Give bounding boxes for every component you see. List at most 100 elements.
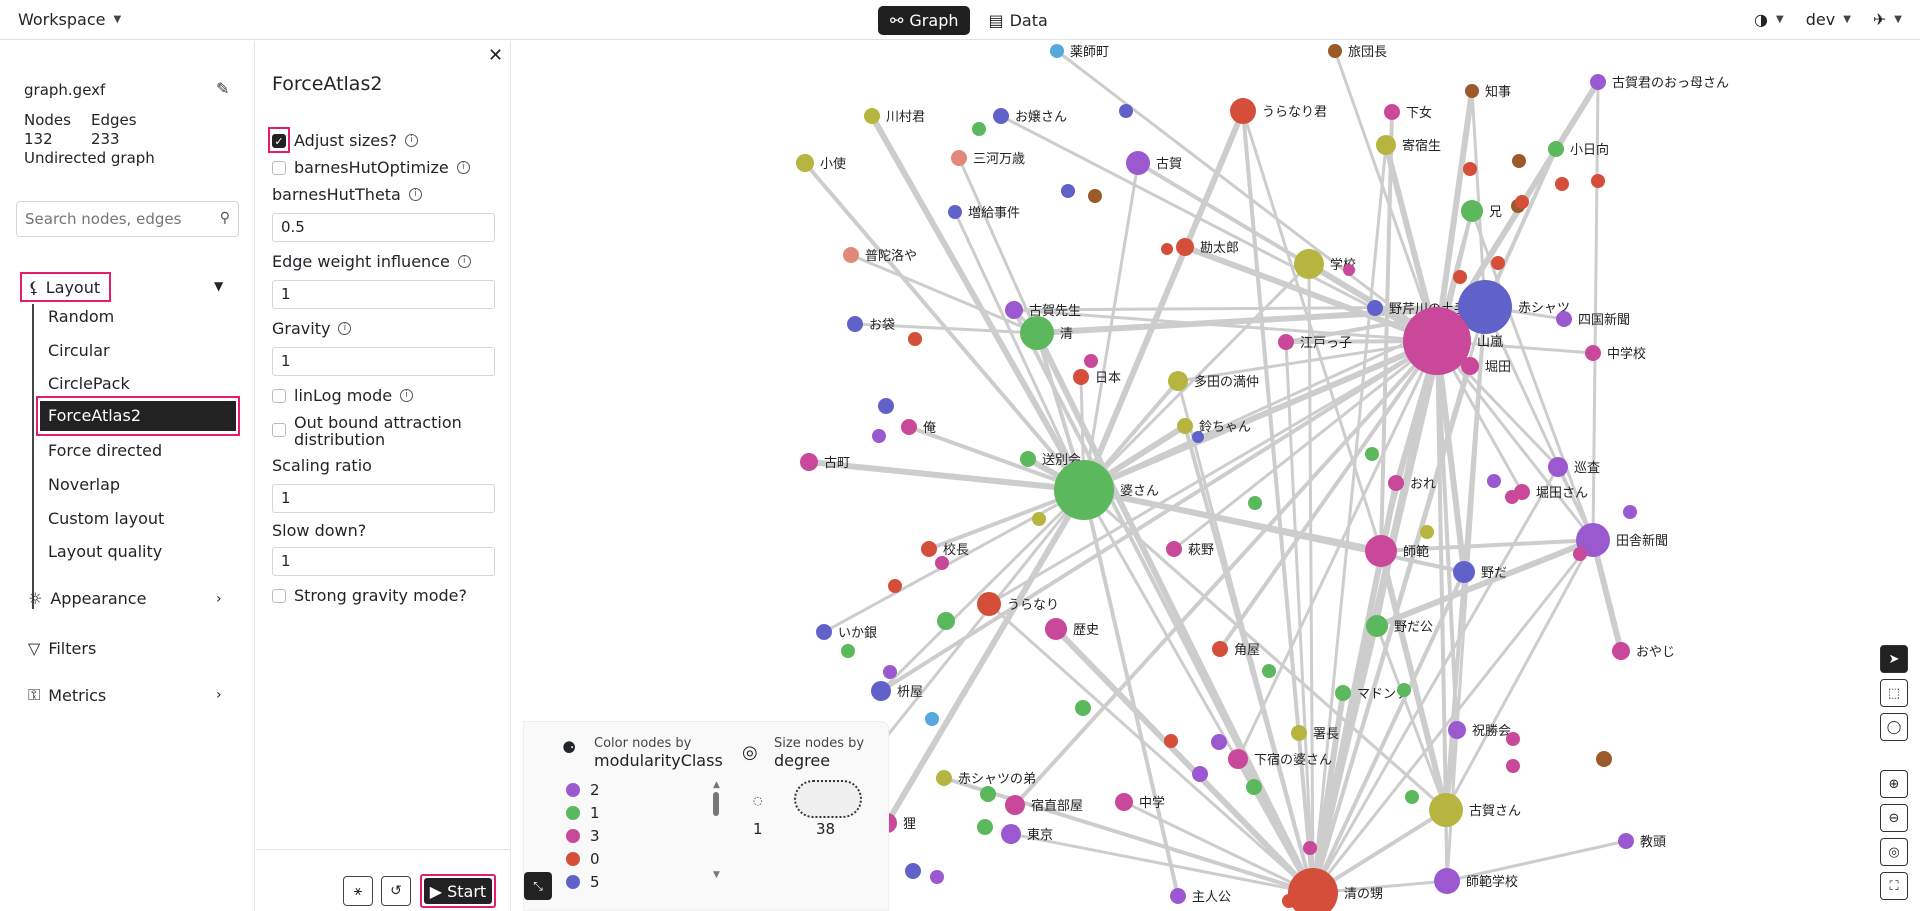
graph-node[interactable]: [1612, 642, 1630, 660]
graph-node[interactable]: [1376, 135, 1396, 155]
graph-node[interactable]: [1161, 243, 1173, 255]
graph-node[interactable]: [1001, 824, 1021, 844]
graph-node[interactable]: [1573, 547, 1587, 561]
graph-node[interactable]: [1192, 766, 1208, 782]
chevron-down-icon[interactable]: ▼: [214, 279, 224, 293]
graph-node[interactable]: [796, 154, 814, 172]
zoom-out-button[interactable]: ⊖: [1880, 804, 1908, 832]
env-menu[interactable]: dev▼: [1806, 10, 1851, 29]
layout-forceatlas2[interactable]: ForceAtlas2: [40, 401, 236, 431]
graph-node[interactable]: [1212, 641, 1228, 657]
barnes-hut-optimize-checkbox[interactable]: [272, 160, 286, 175]
edge-weight-input[interactable]: 1: [272, 280, 495, 309]
start-button[interactable]: ▶Start: [420, 874, 496, 908]
graph-node[interactable]: [1505, 490, 1519, 504]
info-icon[interactable]: i: [400, 389, 414, 402]
workspace-menu[interactable]: Workspace ▼: [18, 10, 121, 29]
graph-node[interactable]: [843, 247, 859, 263]
graph-node[interactable]: [1465, 84, 1479, 98]
magic-wand-button[interactable]: ⚹: [343, 876, 373, 906]
layout-force-directed[interactable]: Force directed: [48, 441, 163, 460]
graph-node[interactable]: [1463, 162, 1477, 176]
edit-icon[interactable]: ✎: [216, 79, 230, 98]
info-icon[interactable]: i: [338, 322, 352, 335]
graph-node[interactable]: [925, 712, 939, 726]
graph-node[interactable]: [1585, 345, 1601, 361]
graph-node[interactable]: [951, 150, 967, 166]
graph-node[interactable]: [1005, 301, 1023, 319]
graph-node[interactable]: [1506, 732, 1520, 746]
graph-node[interactable]: [948, 205, 962, 219]
graph-node[interactable]: [1045, 618, 1067, 640]
graph-node[interactable]: [1512, 154, 1526, 168]
graph-node[interactable]: [1291, 725, 1307, 741]
graph-node[interactable]: [905, 863, 921, 879]
graph-node[interactable]: [1170, 888, 1186, 904]
graph-node[interactable]: [1005, 795, 1025, 815]
graph-node[interactable]: [1335, 685, 1351, 701]
graph-node[interactable]: [883, 665, 897, 679]
legend-scrollbar[interactable]: ▲ ▼: [713, 780, 721, 890]
graph-node[interactable]: [800, 453, 818, 471]
graph-node[interactable]: [1388, 475, 1404, 491]
graph-node[interactable]: [1367, 300, 1383, 316]
graph-node[interactable]: [1032, 512, 1046, 526]
graph-node[interactable]: [1177, 418, 1193, 434]
graph-node[interactable]: [908, 332, 922, 346]
graph-node[interactable]: [1591, 174, 1605, 188]
graph-node[interactable]: [1420, 525, 1434, 539]
outbound-checkbox[interactable]: [272, 423, 286, 437]
graph-node[interactable]: [1262, 664, 1276, 678]
graph-node[interactable]: [1119, 104, 1133, 118]
adjust-sizes-checkbox[interactable]: ✓: [272, 133, 286, 148]
graph-node[interactable]: [1515, 195, 1529, 209]
graph-node[interactable]: [878, 398, 894, 414]
graph-node[interactable]: [1548, 457, 1568, 477]
graph-node[interactable]: [1384, 104, 1400, 120]
graph-node[interactable]: [901, 419, 917, 435]
graph-node[interactable]: [888, 579, 902, 593]
graph-node[interactable]: [993, 108, 1009, 124]
graph-node[interactable]: [1366, 615, 1388, 637]
sidebar-item-appearance[interactable]: ☼ Appearance: [28, 589, 146, 608]
graph-node[interactable]: [1461, 200, 1483, 222]
graph-node[interactable]: [1491, 256, 1505, 270]
zoom-in-button[interactable]: ⊕: [1880, 770, 1908, 798]
collapse-legend-button[interactable]: ⤡: [524, 872, 552, 900]
graph-node[interactable]: [1211, 734, 1227, 750]
strong-gravity-checkbox[interactable]: [272, 588, 286, 603]
graph-svg[interactable]: 薬師町旅団長知事古賀君のおっ母さん川村君お嬢さんうらなり君下女小使三河万歳古賀寄…: [512, 41, 1920, 911]
graph-node[interactable]: [1343, 264, 1355, 276]
tab-data[interactable]: ▤ Data: [976, 6, 1059, 35]
graph-node[interactable]: [1126, 151, 1150, 175]
graph-node[interactable]: [1168, 371, 1188, 391]
slow-down-input[interactable]: 1: [272, 547, 495, 576]
graph-node[interactable]: [1288, 868, 1338, 911]
graph-node[interactable]: [1453, 561, 1475, 583]
chevron-right-icon[interactable]: ›: [216, 687, 222, 703]
graph-node[interactable]: [1365, 535, 1397, 567]
reset-button[interactable]: ↺: [381, 876, 411, 906]
graph-node[interactable]: [1365, 447, 1379, 461]
graph-node[interactable]: [1556, 311, 1572, 327]
graph-node[interactable]: [936, 770, 952, 786]
scaling-ratio-input[interactable]: 1: [272, 484, 495, 513]
tab-graph[interactable]: ⚯ Graph: [878, 6, 971, 35]
graph-node[interactable]: [1020, 451, 1036, 467]
sidebar-item-layout[interactable]: ⚸ Layout: [20, 272, 111, 302]
graph-node[interactable]: [1453, 270, 1467, 284]
layout-custom[interactable]: Custom layout: [48, 509, 165, 528]
graph-node[interactable]: [1461, 357, 1479, 375]
graph-node[interactable]: [921, 541, 937, 557]
graph-node[interactable]: [1623, 505, 1637, 519]
graph-node[interactable]: [1075, 700, 1091, 716]
graph-node[interactable]: [864, 108, 880, 124]
graph-node[interactable]: [977, 819, 993, 835]
graph-node[interactable]: [1088, 189, 1102, 203]
center-view-button[interactable]: ◎: [1880, 838, 1908, 866]
graph-node[interactable]: [1054, 460, 1114, 520]
graph-node[interactable]: [1073, 369, 1089, 385]
layout-quality[interactable]: Layout quality: [48, 542, 163, 561]
graph-node[interactable]: [935, 556, 949, 570]
select-tool-button[interactable]: ➤: [1880, 645, 1908, 673]
